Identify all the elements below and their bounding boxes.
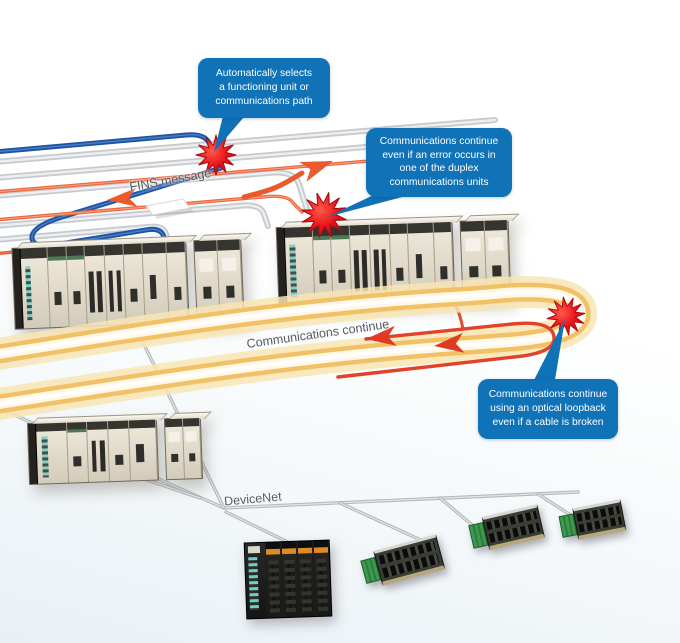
rack-expansion-section <box>164 416 204 481</box>
rack-module <box>461 220 488 300</box>
rack-module <box>369 224 393 303</box>
rack-module <box>408 222 436 302</box>
rack-module <box>141 242 171 324</box>
starburst-shape <box>546 296 586 336</box>
rack-module <box>165 418 185 480</box>
plc-rack-slave <box>26 416 204 486</box>
rack-module <box>194 240 221 322</box>
rack-module <box>20 247 51 329</box>
terminal-body <box>373 534 446 586</box>
packet-shadow <box>150 203 194 219</box>
rack-module <box>166 241 189 323</box>
terminal-body <box>572 499 627 540</box>
direction-arrow-icon <box>299 161 333 182</box>
rack-module <box>87 421 111 482</box>
callout-text: Communications continue even if an error… <box>379 136 499 189</box>
rack-module <box>128 419 159 481</box>
message-packet-icon <box>145 198 191 216</box>
fins-message-packet <box>107 187 194 219</box>
terminal-strip <box>244 542 268 619</box>
io-slat <box>297 541 315 617</box>
callout-duplex-continue: Communications continue even if an error… <box>366 128 512 197</box>
plc-rack-secondary <box>275 218 512 308</box>
rack-main-section <box>11 240 190 330</box>
io-slat <box>313 540 331 617</box>
fins-message-label: FINS message <box>128 165 213 195</box>
terminal-body <box>481 504 545 551</box>
gray-cable <box>0 204 270 228</box>
switch-curve <box>241 170 305 200</box>
devicenet-terminal-device <box>359 534 446 589</box>
callout-text: Communications continue using an optical… <box>488 389 608 428</box>
orange-cable <box>0 195 303 220</box>
rack-module <box>36 422 69 484</box>
io-slat <box>265 542 283 618</box>
rack-module <box>433 221 455 301</box>
rack-module <box>349 224 373 304</box>
devicenet-terminal-device <box>558 499 627 543</box>
devicenet-terminal-device <box>467 504 545 553</box>
devicenet-label: DeviceNet <box>223 489 283 509</box>
rack-expansion-section <box>193 238 245 323</box>
rack-module <box>484 219 511 299</box>
callout-text: Automatically selects a functioning unit… <box>215 68 313 107</box>
rack-module <box>284 226 315 306</box>
rack-main-section <box>275 220 456 308</box>
cable-break-starburst-icon <box>546 296 586 336</box>
direction-arrow-icon <box>434 332 465 353</box>
blue-cable <box>0 134 211 153</box>
rack-module <box>217 239 244 321</box>
rack-module <box>182 418 203 479</box>
rack-main-section <box>26 418 160 486</box>
callout-tail <box>531 319 565 386</box>
path-switch-arrow <box>241 161 333 200</box>
rack-expansion-section <box>459 218 512 301</box>
gray-cable <box>0 202 271 229</box>
io-slat <box>281 541 299 618</box>
plc-rack-primary <box>11 238 245 330</box>
duplex-blue-cable <box>0 132 224 251</box>
callout-auto-select: Automatically selects a functioning unit… <box>198 58 330 118</box>
blue-cable <box>0 132 213 154</box>
communications-continue-label: Communications continue <box>245 317 391 351</box>
orange-cable <box>0 194 304 222</box>
devicenet-smart-slave-block <box>243 539 333 620</box>
rack-module <box>108 420 131 482</box>
rack-module <box>66 421 90 483</box>
callout-optical-loopback: Communications continue using an optical… <box>478 379 618 439</box>
